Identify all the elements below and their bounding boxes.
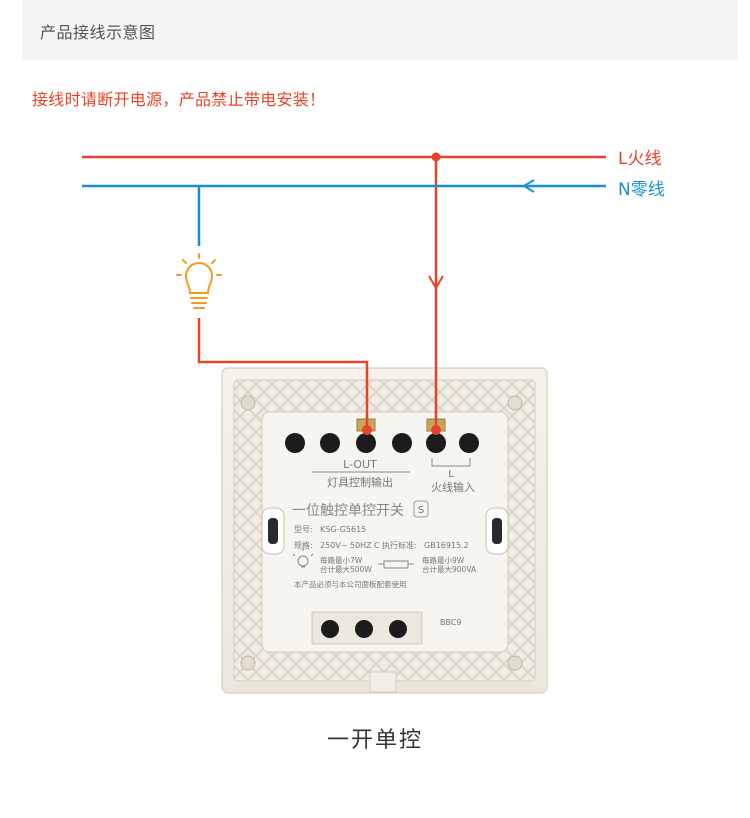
standard-label: 执行标准: bbox=[382, 540, 417, 550]
product-code: BBC9 bbox=[440, 618, 462, 627]
switch-module: L-OUT 灯具控制输出 L 火线输入 一位触控单控开关 S 型号: KSG-G… bbox=[221, 367, 548, 694]
down-arrow-icon bbox=[428, 275, 444, 290]
screw-hole bbox=[507, 655, 523, 671]
spec-fluorescent-min: 每路最小9W bbox=[422, 555, 465, 565]
left-arrow-icon bbox=[522, 179, 535, 193]
section-title: 产品接线示意图 bbox=[40, 23, 156, 42]
screw-hole bbox=[240, 395, 256, 411]
screw-hole bbox=[240, 655, 256, 671]
bulb-load-icon bbox=[292, 548, 314, 568]
terminal-dot bbox=[431, 425, 441, 435]
section-header: 产品接线示意图 bbox=[22, 0, 738, 60]
model-label: 型号: bbox=[294, 525, 313, 534]
lightbulb-icon bbox=[176, 253, 222, 309]
neutral-wire bbox=[82, 179, 606, 246]
neutral-wire-label: N零线 bbox=[618, 180, 665, 200]
live-wire bbox=[82, 152, 606, 435]
standard-value: GB16915.2 bbox=[424, 541, 469, 550]
usage-note: 本产品必须与本公司面板配套使用 bbox=[294, 579, 407, 589]
diagram-caption: 一开单控 bbox=[326, 728, 423, 753]
spec-incandescent-max: 合计最大500W bbox=[320, 564, 372, 574]
l-in-label: L bbox=[448, 469, 454, 480]
switch-badge: S bbox=[418, 505, 424, 516]
l-out-label: L-OUT bbox=[343, 458, 377, 471]
model-value: KSG-G5615 bbox=[320, 525, 366, 534]
live-wire-label: L火线 bbox=[618, 149, 661, 169]
switch-name: 一位触控单控开关 bbox=[292, 503, 404, 519]
spec-incandescent-min: 每路最小7W bbox=[320, 555, 363, 565]
warning-text: 接线时请断开电源，产品禁止带电安装！ bbox=[32, 90, 326, 109]
tube-load-icon bbox=[378, 560, 414, 569]
screw-hole bbox=[507, 395, 523, 411]
l-in-desc: 火线输入 bbox=[431, 480, 475, 494]
spec-fluorescent-max: 合计最大900VA bbox=[422, 564, 477, 574]
l-out-desc: 灯具控制输出 bbox=[327, 475, 393, 489]
slot-clip bbox=[492, 518, 502, 544]
rating-value: 250V~ 50HZ bbox=[320, 541, 372, 550]
slot-clip bbox=[268, 518, 278, 544]
rating-label: 规格: bbox=[294, 540, 313, 550]
rating-mark: C bbox=[374, 541, 380, 550]
terminal-dot bbox=[362, 425, 372, 435]
lamp-output-wire bbox=[197, 318, 372, 435]
bottom-tab bbox=[369, 671, 397, 693]
